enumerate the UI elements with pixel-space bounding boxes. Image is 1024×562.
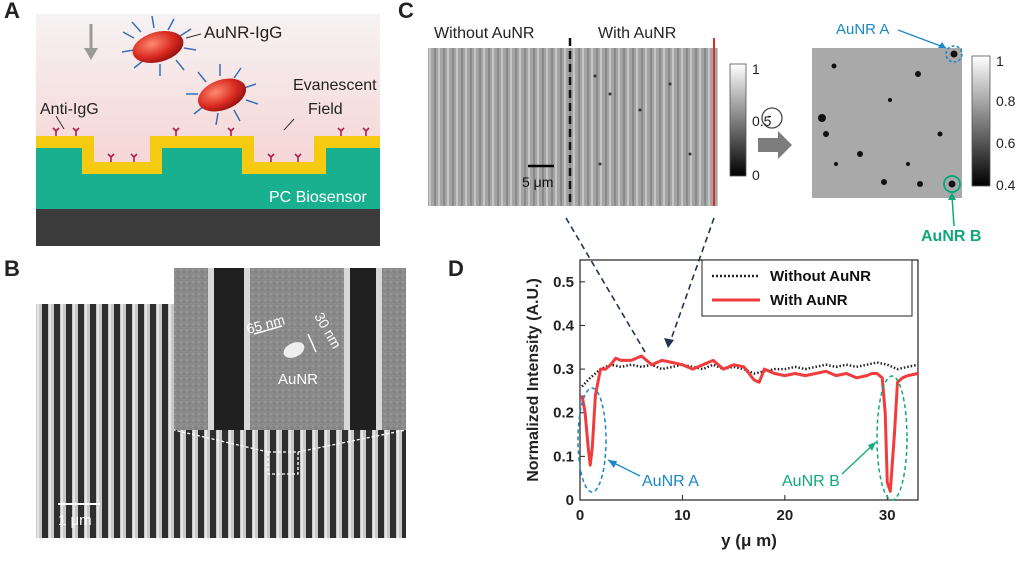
cb2-tick-0-8: 0.8 (996, 93, 1016, 109)
panel-c-images: Without AuNR With AuNR 5 μm 1 0.5 0 - (420, 14, 1024, 206)
series-with-aunr-line (580, 354, 919, 493)
aunr-b-pointer-icon (948, 192, 956, 227)
y-tick-label: 0.2 (553, 405, 574, 422)
colorbar-1 (729, 63, 747, 177)
cb1-tick-1: 1 (752, 61, 760, 77)
aunr-igg-particle-1 (121, 15, 197, 76)
pc-biosensor-label: PC Biosensor (269, 189, 367, 206)
y-tick-label: 0.4 (553, 317, 575, 334)
cb2-tick-0-4: 0.4 (996, 177, 1016, 193)
aunr-igg-particle-2 (186, 64, 259, 126)
panel-label-c: C (398, 0, 414, 23)
panel-label-d: D (448, 256, 464, 281)
x-tick-label: 10 (674, 507, 691, 524)
y-tick-label: 0.5 (553, 274, 574, 291)
panel-b-sem: 65 nm 30 nm AuNR 1 μm (36, 268, 407, 538)
y-tick-label: 0.3 (553, 361, 574, 378)
nanoparticle-dots-diff (818, 50, 958, 188)
sem-image: 65 nm 30 nm AuNR 1 μm (36, 268, 407, 538)
panel-label-a: A (4, 0, 20, 23)
field-label: Field (308, 101, 343, 118)
difference-image (812, 48, 962, 198)
evanescent-label: Evanescent (293, 77, 377, 94)
aunr-a-image-label: AuNR A (836, 21, 889, 38)
aunr-a-annotation: AuNR A (577, 387, 699, 493)
minus-icon (761, 107, 783, 129)
right-arrow-icon (758, 131, 792, 159)
scalebar-b-label: 1 μm (58, 512, 92, 529)
sem-zoom-inset: 65 nm 30 nm AuNR (174, 268, 406, 430)
x-tick-label: 30 (879, 507, 896, 524)
y-axis-label: Normalized Intensity (A.U.) (525, 278, 542, 482)
aunr-particle (283, 342, 305, 358)
cb2-tick-1: 1 (996, 53, 1004, 69)
y-tick-label: 0 (566, 492, 574, 509)
x-axis-label: y (μ m) (721, 531, 777, 550)
down-arrow-icon (84, 24, 98, 60)
aunr-a-marker (945, 45, 963, 63)
nanoparticle-dots-raw (593, 74, 692, 166)
aunr-a-chart-label: AuNR A (642, 473, 699, 490)
x-tick-label: 0 (576, 507, 584, 524)
cb1-tick-0: 0 (752, 167, 760, 183)
y-tick-label: 0.1 (553, 448, 574, 465)
aunr-b-chart-label: AuNR B (782, 473, 840, 490)
biosensor-schematic: AuNR-IgG Anti-IgG Evanescent Field PC Bi… (36, 14, 380, 246)
panel-a-schematic: AuNR-IgG Anti-IgG Evanescent Field PC Bi… (36, 14, 380, 246)
title-with-aunr: With AuNR (598, 25, 676, 42)
aunr-igg-label: AuNR-IgG (204, 23, 282, 42)
sensor-base (36, 209, 380, 246)
scalebar-c-label: 5 μm (522, 174, 553, 190)
colorbar-2 (971, 55, 991, 187)
anti-igg-antibodies (52, 127, 370, 162)
aunr-b-image-label: AuNR B (921, 228, 982, 245)
cb2-tick-0-6: 0.6 (996, 135, 1016, 151)
raw-intensity-image (428, 48, 718, 206)
gold-grating (36, 136, 380, 174)
pc-substrate (36, 144, 380, 214)
aunr-b-annotation: AuNR B (782, 375, 908, 501)
chart-legend: Without AuNR With AuNR (701, 259, 913, 317)
title-without-aunr: Without AuNR (434, 25, 534, 42)
anti-igg-label: Anti-IgG (40, 101, 99, 118)
minus-symbol: - (767, 107, 772, 123)
x-tick-label: 20 (777, 507, 794, 524)
intensity-profile-chart: 0 0.1 0.2 0.3 0.4 0.5 0 10 20 30 y (μ m) Normaliz… (525, 259, 919, 550)
panel-label-b: B (4, 256, 20, 281)
intensity-images: Without AuNR With AuNR 5 μm 1 0.5 0 - (428, 21, 1016, 206)
aunr-label: AuNR (278, 371, 318, 388)
legend-without-aunr: Without AuNR (770, 268, 871, 285)
legend-with-aunr: With AuNR (770, 292, 848, 309)
